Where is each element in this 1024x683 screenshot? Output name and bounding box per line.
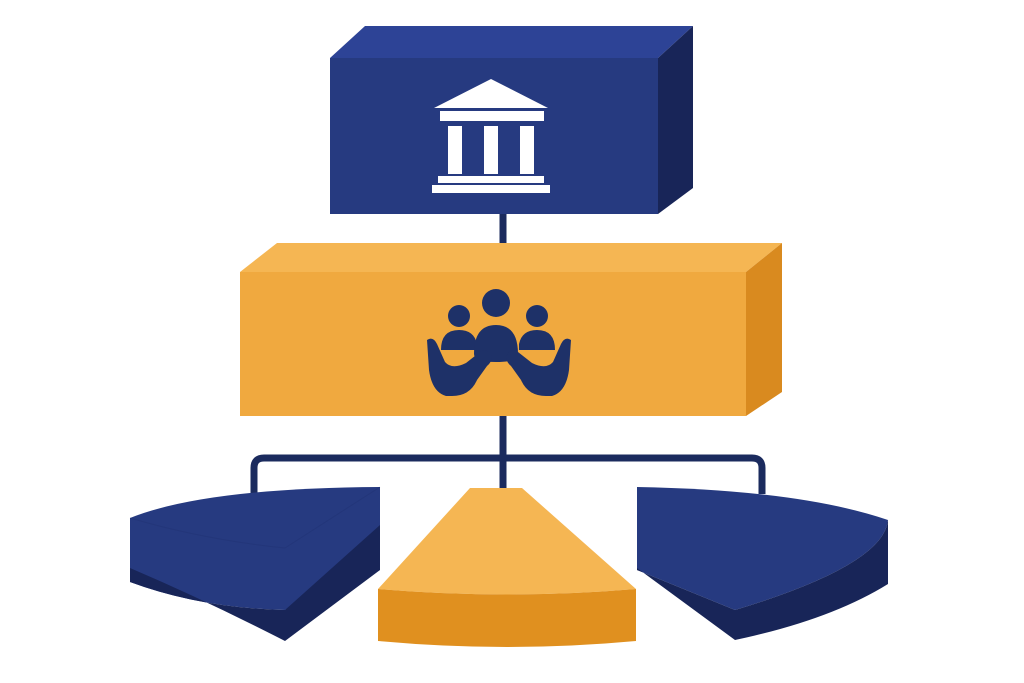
bottom-left-node-bottom-face bbox=[130, 518, 285, 641]
bottom-left-node-front-face bbox=[130, 487, 380, 610]
connector-bus bbox=[250, 454, 766, 494]
bottom-center-node-top-face bbox=[378, 488, 636, 595]
institution-icon bbox=[432, 79, 550, 193]
top-node-top-face bbox=[330, 26, 693, 58]
connectors bbox=[250, 214, 766, 494]
bottom-left-node-side-face bbox=[285, 487, 380, 641]
community-care-icon bbox=[427, 289, 571, 396]
bottom-left-node bbox=[129, 486, 381, 641]
middle-node-side-face bbox=[746, 243, 782, 416]
middle-node-top-face bbox=[240, 243, 782, 272]
bottom-right-node-left-face bbox=[637, 487, 735, 640]
top-node-side-face bbox=[658, 26, 693, 214]
bottom-center-node-front-face bbox=[378, 589, 636, 647]
bottom-right-node bbox=[637, 487, 888, 640]
top-node-box bbox=[330, 26, 693, 214]
bottom-center-node bbox=[378, 488, 636, 647]
middle-node-box bbox=[240, 243, 782, 416]
bottom-right-node-front-face bbox=[637, 487, 888, 610]
bottom-right-node-bottom-face bbox=[735, 520, 888, 640]
